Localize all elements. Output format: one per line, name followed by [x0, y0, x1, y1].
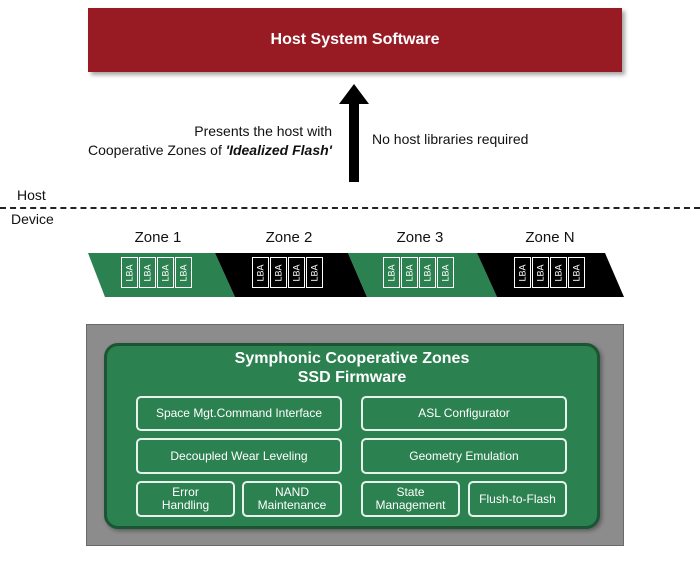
firmware-title-line-1: Symphonic Cooperative Zones: [234, 350, 470, 367]
host-device-divider: [0, 207, 700, 209]
zone-n-label: Zone N: [525, 229, 575, 246]
device-label: Device: [11, 211, 54, 227]
host-system-software-label: Host System Software: [270, 31, 440, 48]
zone-3-label: Zone 3: [396, 229, 444, 246]
lba-block: LBA: [288, 257, 305, 288]
firmware-title-line-2: SSD Firmware: [297, 369, 407, 386]
lba-block: LBA: [532, 257, 549, 288]
lba-block: LBA: [401, 257, 418, 288]
nand-maintenance-module: NAND Maintenance: [242, 481, 342, 517]
zone-1-label: Zone 1: [134, 229, 182, 246]
lba-block: LBA: [157, 257, 174, 288]
error-handling-line-1: Error: [172, 485, 199, 499]
lba-block: LBA: [252, 257, 269, 288]
presents-line-2-prefix: Cooperative Zones of: [88, 142, 226, 158]
up-arrow-icon: [339, 84, 369, 182]
state-management-line-2: Management: [375, 498, 446, 512]
lba-block: LBA: [568, 257, 585, 288]
lba-block: LBA: [175, 257, 192, 288]
state-management-line-1: State: [396, 485, 425, 499]
host-label: Host: [17, 187, 46, 203]
presents-host-text: Presents the host with Cooperative Zones…: [88, 122, 332, 160]
presents-line-2: Cooperative Zones of 'Idealized Flash': [88, 141, 332, 160]
no-host-libraries-text: No host libraries required: [372, 131, 529, 147]
lba-block: LBA: [437, 257, 454, 288]
zone-2-band: [215, 253, 367, 297]
idealized-flash-text: 'Idealized Flash': [225, 142, 332, 158]
nand-maintenance-line-1: NAND: [274, 485, 309, 499]
presents-line-1: Presents the host with: [194, 123, 332, 139]
lba-block: LBA: [139, 257, 156, 288]
ssd-firmware-panel: [104, 343, 600, 529]
lba-block: LBA: [306, 257, 323, 288]
space-mgt-command-interface-module: Space Mgt.Command Interface: [136, 396, 342, 431]
lba-block: LBA: [270, 257, 287, 288]
geometry-emulation-module: Geometry Emulation: [361, 438, 567, 474]
state-management-module: State Management: [361, 481, 460, 517]
decoupled-wear-leveling-module: Decoupled Wear Leveling: [136, 438, 342, 474]
lba-block: LBA: [550, 257, 567, 288]
error-handling-line-2: Handling: [161, 498, 210, 512]
zones-strip: [88, 253, 624, 297]
lba-block: LBA: [419, 257, 436, 288]
firmware-title: Symphonic Cooperative Zones SSD Firmware: [104, 349, 600, 387]
lba-block: LBA: [121, 257, 138, 288]
zone-3-band: [348, 253, 497, 297]
lba-block: LBA: [514, 257, 531, 288]
host-system-software-box: Host System Software: [88, 8, 622, 72]
zone-1-band: [88, 253, 235, 297]
nand-maintenance-line-2: Maintenance: [257, 498, 327, 512]
lba-block: LBA: [383, 257, 400, 288]
asl-configurator-module: ASL Configurator: [361, 396, 567, 431]
zone-2-label: Zone 2: [265, 229, 313, 246]
error-handling-module: Error Handling: [136, 481, 235, 517]
flush-to-flash-module: Flush-to-Flash: [468, 481, 567, 517]
